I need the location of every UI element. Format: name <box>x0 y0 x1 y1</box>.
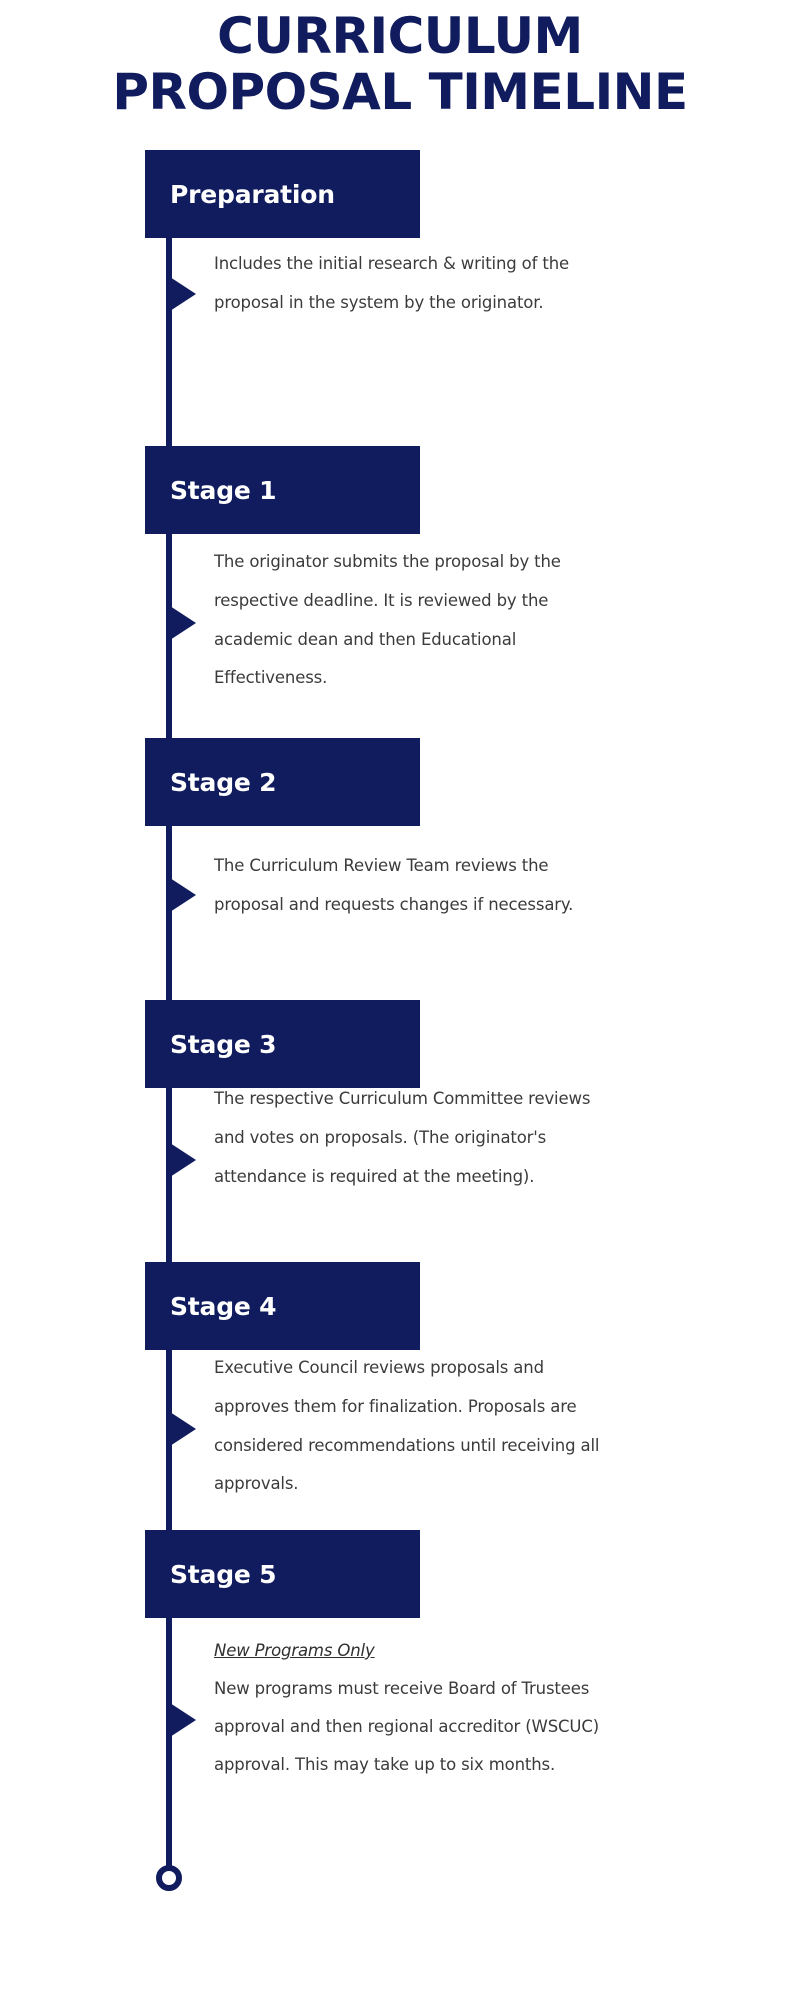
stage-body-stage-2: The Curriculum Review Team reviews the p… <box>214 847 614 925</box>
stage-body-paragraph: Executive Council reviews proposals and … <box>214 1358 600 1494</box>
stage-label: Preparation <box>170 179 335 209</box>
stage-body-stage-1: The originator submits the proposal by t… <box>214 543 614 698</box>
stage-body-paragraph: The Curriculum Review Team reviews the p… <box>214 856 574 914</box>
stage-body-paragraph: The originator submits the proposal by t… <box>214 552 561 688</box>
arrow-icon <box>170 1412 196 1446</box>
stage-body-stage-5: New Programs Only New programs must rece… <box>214 1632 614 1784</box>
stage-label: Stage 1 <box>170 475 277 505</box>
arrow-icon <box>170 277 196 311</box>
stage-bar-stage-5[interactable]: Stage 5 <box>145 1530 420 1618</box>
arrow-icon <box>170 1703 196 1737</box>
stage-note-heading: New Programs Only <box>214 1641 375 1660</box>
stage-body-paragraph: The respective Curriculum Committee revi… <box>214 1089 591 1186</box>
stage-bar-preparation[interactable]: Preparation <box>145 150 420 238</box>
stage-label: Stage 5 <box>170 1559 277 1589</box>
stage-label: Stage 2 <box>170 767 277 797</box>
stage-body-paragraph: New programs must receive Board of Trust… <box>214 1678 599 1774</box>
arrow-icon <box>170 606 196 640</box>
stage-bar-stage-3[interactable]: Stage 3 <box>145 1000 420 1088</box>
stage-label: Stage 4 <box>170 1291 277 1321</box>
arrow-icon <box>170 1143 196 1177</box>
stage-bar-stage-1[interactable]: Stage 1 <box>145 446 420 534</box>
stage-bar-stage-2[interactable]: Stage 2 <box>145 738 420 826</box>
page-title: CURRICULUM PROPOSAL TIMELINE <box>0 8 800 120</box>
stage-body-stage-4: Executive Council reviews proposals and … <box>214 1349 614 1504</box>
stage-body-paragraph: Includes the initial research & writing … <box>214 254 570 312</box>
title-line-1: CURRICULUM <box>217 7 583 65</box>
title-line-2: PROPOSAL TIMELINE <box>112 63 688 121</box>
stage-label: Stage 3 <box>170 1029 277 1059</box>
stage-body-stage-3: The respective Curriculum Committee revi… <box>214 1080 614 1196</box>
stage-bar-stage-4[interactable]: Stage 4 <box>145 1262 420 1350</box>
stage-body-preparation: Includes the initial research & writing … <box>214 245 614 323</box>
arrow-icon <box>170 878 196 912</box>
timeline-end-dot <box>156 1865 182 1891</box>
